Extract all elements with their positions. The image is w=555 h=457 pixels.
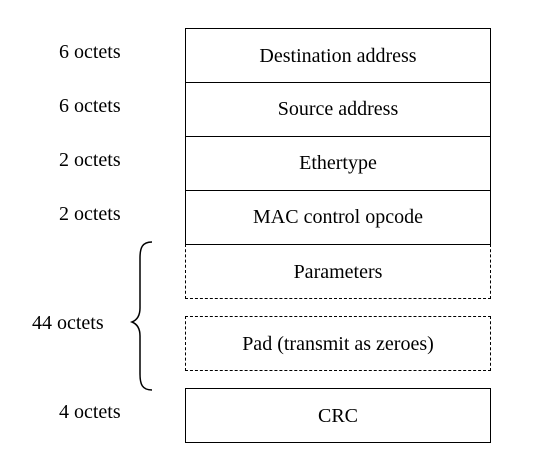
size-label-source: 6 octets bbox=[59, 95, 121, 117]
size-label-opcode: 2 octets bbox=[59, 203, 121, 225]
field-source-address: Source address bbox=[185, 82, 491, 137]
field-mac-control-opcode: MAC control opcode bbox=[185, 190, 491, 245]
field-ethertype: Ethertype bbox=[185, 136, 491, 191]
field-crc: CRC bbox=[185, 388, 491, 443]
field-pad: Pad (transmit as zeroes) bbox=[185, 316, 491, 371]
size-label-destination: 6 octets bbox=[59, 41, 121, 63]
size-label-ethertype: 2 octets bbox=[59, 149, 121, 171]
size-label-crc: 4 octets bbox=[59, 401, 121, 423]
field-parameters: Parameters bbox=[185, 244, 491, 299]
size-label-group: 44 octets bbox=[32, 312, 104, 334]
curly-brace-icon bbox=[129, 241, 153, 391]
field-destination-address: Destination address bbox=[185, 28, 491, 83]
